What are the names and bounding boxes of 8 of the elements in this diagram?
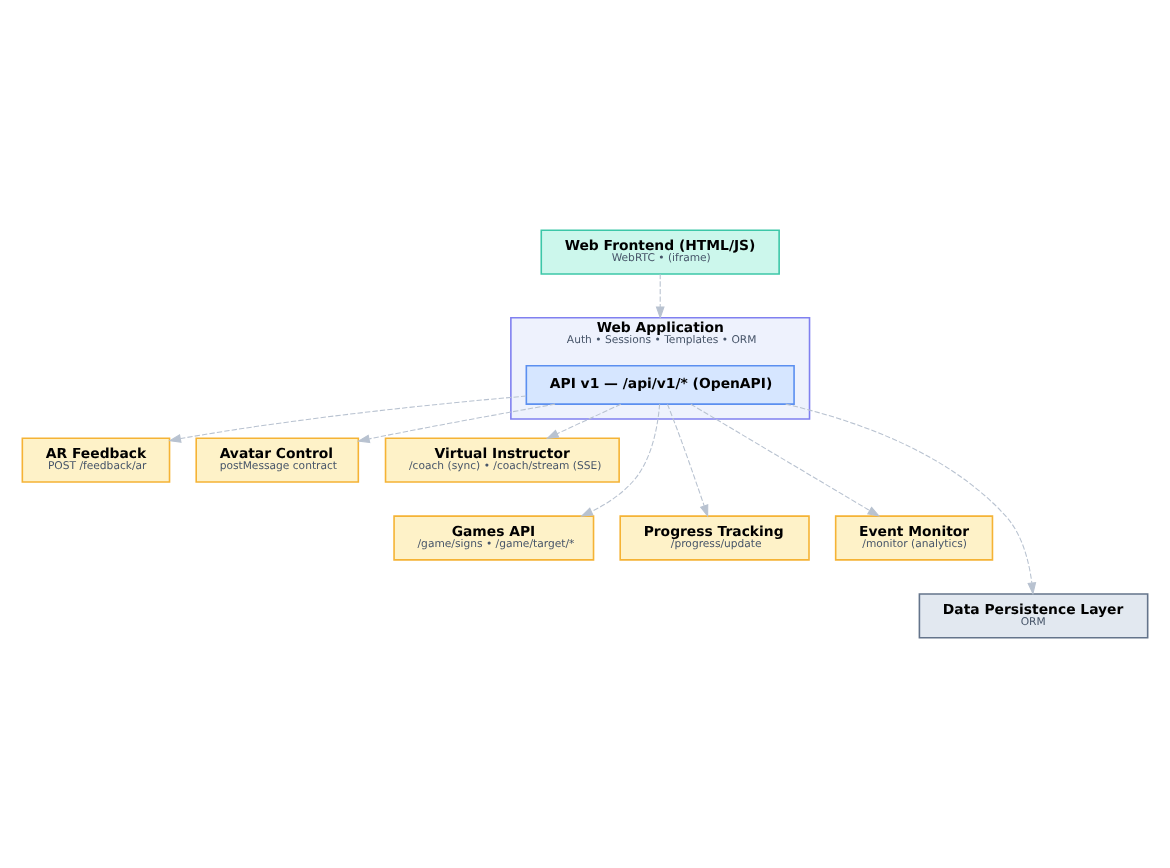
arrow [785,403,1037,596]
arrow [168,395,527,443]
arrow [690,403,881,517]
arrow [545,403,622,439]
arrow [580,403,661,517]
arrow [356,403,556,444]
arrow [666,403,709,518]
arrow [655,273,665,320]
